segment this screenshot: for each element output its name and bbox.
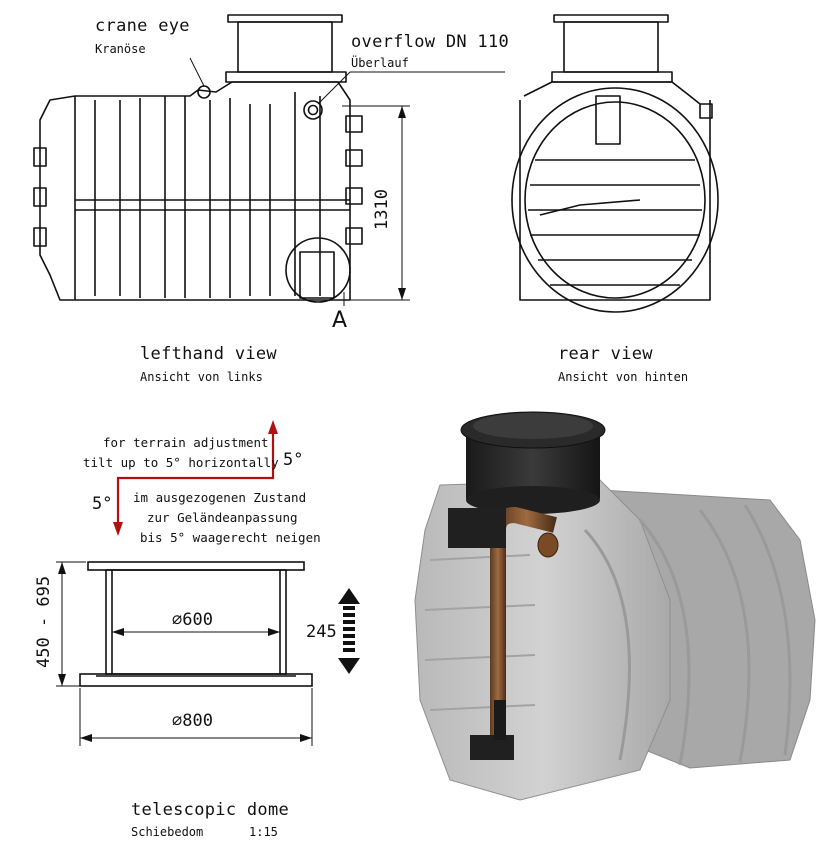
dome-title: telescopic dome: [131, 800, 290, 820]
tilt-note-de-line2: zur Geländeanpassung: [147, 510, 298, 525]
overflow-label: overflow DN 110: [351, 32, 510, 52]
detail-letter: A: [332, 308, 348, 333]
dome-inner-diameter: ⌀600: [172, 610, 213, 630]
crane-eye-label-de: Kranöse: [95, 42, 146, 56]
dome-height-range: 450 - 695: [34, 575, 54, 668]
dome-outer-diameter: ⌀800: [172, 711, 213, 731]
rear-view-title-de: Ansicht von hinten: [558, 370, 689, 384]
dome-scale: 1:15: [249, 825, 278, 839]
tilt-angle-down: 5°: [92, 494, 113, 514]
tilt-note-en-line2: tilt up to 5° horizontally: [83, 455, 279, 470]
crane-eye-label: crane eye: [95, 16, 190, 36]
dome-title-de: Schiebedom: [131, 825, 204, 839]
overflow-label-de: Überlauf: [351, 56, 409, 70]
tilt-note-de-line1: im ausgezogenen Zustand: [133, 490, 307, 505]
lefthand-view-title-de: Ansicht von links: [140, 370, 263, 384]
tilt-note-en-line1: for terrain adjustment: [103, 435, 269, 450]
tilt-note-de-line3: bis 5° waagerecht neigen: [140, 530, 321, 545]
lefthand-view-title: lefthand view: [140, 344, 277, 364]
dome-stroke: 245: [306, 622, 337, 642]
height-dimension: 1310: [372, 189, 392, 230]
tilt-angle-up: 5°: [283, 450, 304, 470]
rear-view-title: rear view: [558, 344, 653, 364]
